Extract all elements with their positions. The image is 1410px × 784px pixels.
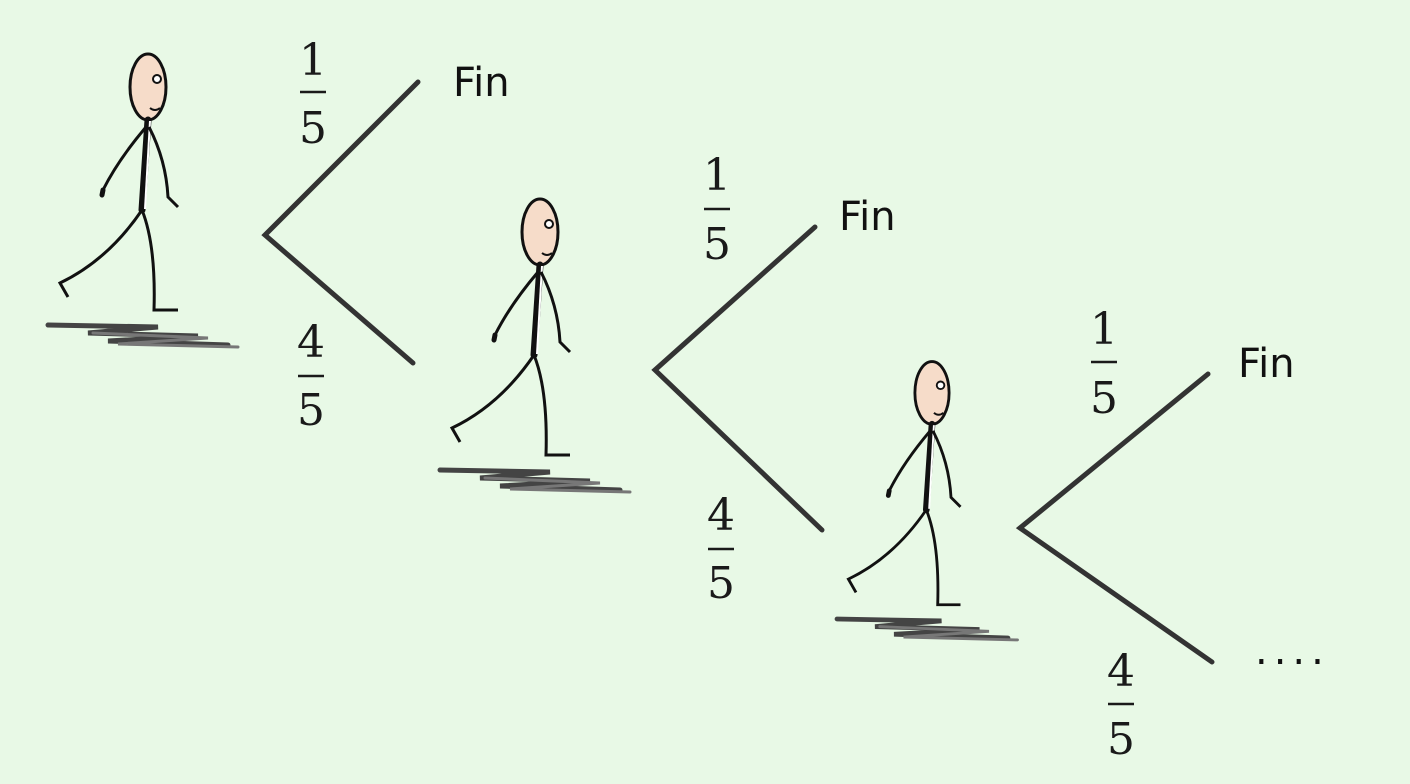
walking-stick-figure-icon	[837, 362, 1018, 640]
fraction-numerator: 4	[297, 317, 325, 368]
fraction-denominator: 5	[1107, 714, 1135, 765]
fraction-denominator: 5	[707, 558, 735, 609]
end-label: Fin	[1238, 341, 1295, 387]
fraction-denominator: 5	[703, 219, 731, 270]
probability-continue-fraction: 4 5	[297, 317, 325, 436]
fraction-denominator: 5	[1090, 373, 1118, 424]
probability-end-fraction: 1 5	[299, 35, 327, 154]
walking-stick-figure-icon	[48, 54, 238, 347]
probability-continue-fraction: 4 5	[707, 490, 735, 609]
tree-stage-1: 1 5 4 5 Fin	[261, 35, 510, 436]
end-label: Fin	[453, 60, 510, 106]
branch-lines	[1015, 371, 1215, 665]
branch-lines	[261, 79, 421, 366]
fraction-denominator: 5	[299, 103, 327, 154]
tree-stage-2: 1 5 4 5 Fin	[651, 150, 896, 609]
fraction-numerator: 1	[299, 35, 327, 86]
fraction-numerator: 4	[1107, 646, 1135, 697]
fraction-numerator: 4	[707, 490, 735, 541]
fraction-numerator: 1	[1090, 304, 1118, 355]
probability-end-fraction: 1 5	[703, 150, 731, 270]
tree-stage-3: 1 5 4 5 Fin	[1015, 304, 1295, 765]
probability-continue-fraction: 4 5	[1107, 646, 1135, 765]
end-label: Fin	[839, 194, 896, 240]
fraction-denominator: 5	[297, 385, 325, 436]
walking-stick-figure-icon	[440, 199, 630, 492]
probability-end-fraction: 1 5	[1090, 304, 1118, 424]
branch-lines	[651, 224, 825, 533]
fraction-numerator: 1	[703, 150, 731, 201]
continuation-ellipsis: ....	[1255, 628, 1330, 674]
